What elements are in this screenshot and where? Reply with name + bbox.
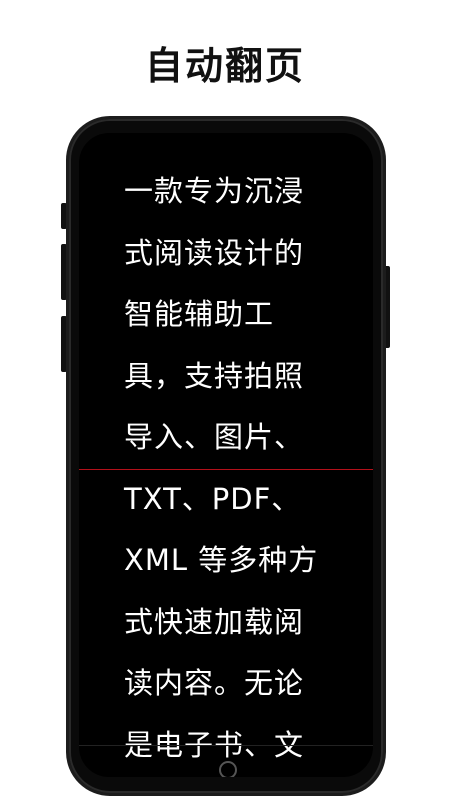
reading-line: XML 等多种方 <box>124 543 319 577</box>
reading-line: 读内容。无论 <box>124 666 305 700</box>
reading-content: 一款专为沉浸 式阅读设计的 智能辅助工 具，支持拍照 导入、图片、 TXT、PD… <box>124 161 334 776</box>
phone-mute-switch <box>61 203 67 229</box>
reading-line: 一款专为沉浸 <box>124 174 305 208</box>
reading-line: 具，支持拍照 <box>124 358 305 393</box>
reading-line: TXT、PDF、 <box>124 481 302 516</box>
phone-volume-up-button <box>61 244 67 300</box>
reading-line: 是电子书、文 <box>124 727 305 762</box>
phone-mockup: 一款专为沉浸 式阅读设计的 智能辅助工 具，支持拍照 导入、图片、 TXT、PD… <box>66 116 386 796</box>
reading-line: 式快速加载阅 <box>124 604 305 639</box>
phone-screen: 一款专为沉浸 式阅读设计的 智能辅助工 具，支持拍照 导入、图片、 TXT、PD… <box>79 133 373 777</box>
reading-line: 式阅读设计的 <box>124 235 305 270</box>
reading-guide-line[interactable] <box>79 469 373 470</box>
reading-line: 导入、图片、 <box>124 420 305 454</box>
phone-power-button <box>384 266 390 348</box>
screen-divider <box>79 745 373 746</box>
page-title: 自动翻页 <box>144 44 305 88</box>
phone-volume-down-button <box>61 316 67 372</box>
home-button-icon[interactable] <box>219 761 237 777</box>
reading-line: 智能辅助工 <box>124 297 275 331</box>
